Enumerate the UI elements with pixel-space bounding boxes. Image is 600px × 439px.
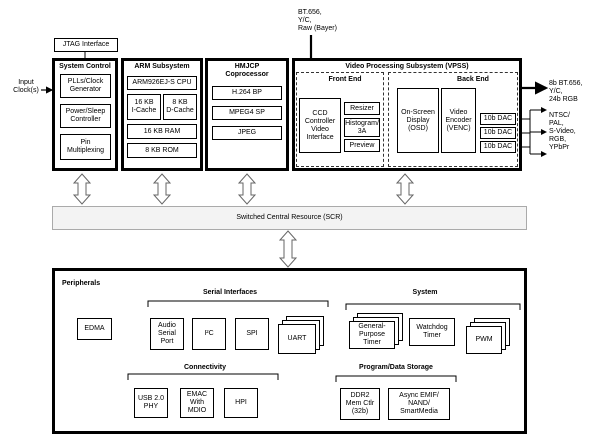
- spi: SPI: [235, 318, 269, 350]
- ccd-controller: CCD Controller Video Interface: [299, 98, 341, 153]
- back-end-region: Back End: [388, 72, 518, 167]
- dac-1: 10b DAC: [480, 113, 516, 125]
- front-end-region: Front End: [296, 72, 384, 167]
- power-sleep-controller: Power/Sleep Controller: [60, 104, 111, 128]
- mpeg4-codec: MPEG4 SP: [212, 106, 282, 120]
- ddr2-controller: DDR2 Mem Ctlr (32b): [340, 388, 380, 420]
- async-emif: Async EMIF/ NAND/ SmartMedia: [388, 388, 450, 420]
- pll-clock-generator: PLLs/Clock Generator: [60, 74, 111, 98]
- preview: Preview: [344, 139, 380, 152]
- back-end-title: Back End: [457, 76, 489, 83]
- vpss-title: Video Processing Subsystem (VPSS): [345, 63, 469, 70]
- front-end-title: Front End: [328, 76, 362, 83]
- watchdog-timer: Watchdog Timer: [409, 318, 455, 346]
- video-encoder: Video Encoder (VENC): [441, 88, 476, 153]
- connectivity-title: Connectivity: [183, 364, 226, 371]
- i2c: I²C: [192, 318, 226, 350]
- osd: On-Screen Display (OSD): [397, 88, 439, 153]
- dac-3: 10b DAC: [480, 141, 516, 153]
- hmjcp-bus-arrow: [237, 173, 257, 205]
- pin-multiplexing: Pin Multiplexing: [60, 134, 111, 160]
- emac-mdio: EMAC With MDIO: [180, 388, 214, 418]
- arm-subsystem-title: ARM Subsystem: [134, 63, 190, 70]
- storage-title: Program/Data Storage: [359, 364, 433, 371]
- system-control-title: System Control: [59, 63, 111, 70]
- arm-rom: 8 KB ROM: [127, 143, 197, 158]
- edma: EDMA: [77, 318, 112, 340]
- input-clock-label: Input Clock(s): [13, 79, 39, 94]
- audio-serial-port: Audio Serial Port: [150, 318, 184, 350]
- serial-interfaces-title: Serial Interfaces: [202, 289, 258, 296]
- system-title: System: [412, 289, 438, 296]
- usb-phy: USB 2.0 PHY: [134, 388, 168, 418]
- hmjcp-title: HMJCP Coprocessor: [225, 63, 269, 78]
- switched-central-resource: Switched Central Resource (SCR): [52, 206, 527, 230]
- jpeg-codec: JPEG: [212, 126, 282, 140]
- peripherals-title: Peripherals: [62, 280, 101, 287]
- vpss-bus-arrow: [395, 173, 415, 205]
- pwm: PWM: [466, 326, 502, 354]
- peripherals-bus-arrow: [278, 230, 298, 268]
- arm-ram: 16 KB RAM: [127, 124, 197, 139]
- arm-cpu: ARM926EJ-S CPU: [127, 76, 197, 90]
- system-control-bus-arrow: [72, 173, 92, 205]
- uart: UART: [278, 324, 316, 354]
- general-purpose-timer: General- Purpose Timer: [349, 321, 395, 349]
- jtag-interface: JTAG Interface: [54, 38, 118, 52]
- dac-2: 10b DAC: [480, 127, 516, 139]
- histogram-3a: Histogram/ 3A: [344, 118, 380, 137]
- icache: 16 KB I-Cache: [127, 94, 161, 120]
- arm-bus-arrow: [152, 173, 172, 205]
- h264-codec: H.264 BP: [212, 86, 282, 100]
- video-input-label: BT.656, Y/C, Raw (Bayer): [298, 9, 337, 32]
- dcache: 8 KB D-Cache: [163, 94, 197, 120]
- resizer: Resizer: [344, 102, 380, 115]
- analog-output-label: NTSC/ PAL, S-Video, RGB, YPbPr: [549, 112, 576, 151]
- hpi: HPI: [224, 388, 258, 418]
- digital-output-label: 8b BT.656, Y/C, 24b RGB: [549, 80, 583, 103]
